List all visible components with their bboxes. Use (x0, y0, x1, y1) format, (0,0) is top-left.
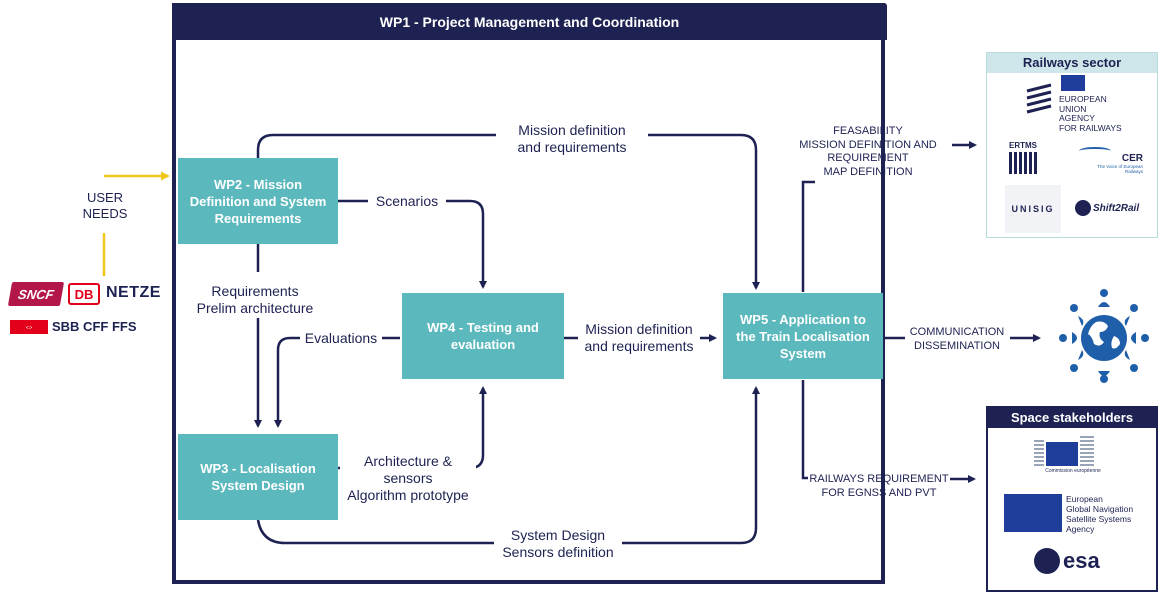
label-mission-mid-2: and requirements (584, 338, 694, 354)
arrow-evaluations (278, 336, 400, 426)
label-mission-top: Mission definition and requirements (496, 122, 648, 156)
dissemination-globe-icon (1059, 289, 1149, 383)
space-stakeholders-title: Space stakeholders (988, 408, 1156, 428)
user-needs-line1: USER (86, 190, 124, 205)
esa-logo-mark (1034, 548, 1060, 574)
era-logo-icon (1026, 83, 1052, 114)
sbb-logo-mark: ⇔ (10, 320, 48, 334)
label-railways-requirement: RAILWAYS REQUIREMENT FOR EGNSS AND PVT (808, 473, 950, 500)
shift2rail-icon (1075, 200, 1091, 216)
db-logo-text: DB (74, 286, 94, 302)
ertms-logo: ERTMS (1009, 141, 1045, 175)
cer-logo: CER The Voice of European Railways (1079, 147, 1143, 174)
label-mission-top-2: and requirements (517, 139, 627, 155)
label-system-design-2: Sensors definition (502, 544, 614, 560)
label-communication: COMMUNICATION DISSEMINATION (905, 326, 1009, 353)
label-requirements-2: Prelim architecture (196, 300, 314, 316)
wp1-title: WP1 - Project Management and Coordinatio… (172, 3, 887, 40)
user-needs-label: USER NEEDS (70, 190, 140, 222)
netze-logo: NETZE (106, 284, 161, 301)
label-feasability: FEASABILITY MISSION DEFINITION AND REQUI… (796, 125, 940, 179)
wp2-line3: Requirements (214, 210, 302, 226)
label-architecture-3: Algorithm prototype (347, 487, 469, 503)
wp3-line1: WP3 - Localisation (200, 461, 316, 476)
line-wp5-down (801, 380, 808, 480)
cer-logo-subtitle: The Voice of European Railways (1097, 164, 1143, 174)
label-feas-2: MISSION DEFINITION AND (799, 138, 937, 151)
esa-logo: esa (1034, 548, 1100, 574)
sncf-logo-text: SNCF (16, 286, 56, 302)
gsa-text-4: Agency (1066, 524, 1095, 534)
label-mission-mid-1: Mission definition (585, 321, 693, 337)
label-requirements-1: Requirements (211, 283, 299, 299)
wp5-line3: System (779, 345, 827, 361)
cer-swoosh-icon (1079, 147, 1111, 155)
sncf-logo: SNCF (7, 282, 65, 306)
label-comm-2: DISSEMINATION (914, 339, 1000, 352)
shift2rail-logo-text: Shift2Rail (1093, 202, 1140, 214)
unisig-logo: UNISIG (1005, 185, 1061, 233)
label-scenarios: Scenarios (368, 193, 446, 210)
label-comm-1: COMMUNICATION (909, 326, 1005, 338)
ertms-logo-mark (1009, 152, 1037, 174)
label-mission-top-1: Mission definition (518, 122, 626, 138)
era-text: EUROPEAN UNION AGENCY FOR RAILWAYS (1059, 94, 1122, 133)
era-text-3: AGENCY (1059, 113, 1095, 123)
label-system-design: System Design Sensors definition (494, 527, 622, 561)
commission-logo: Commission européenne (1034, 434, 1112, 478)
label-feas-4: MAP DEFINITION (823, 165, 913, 178)
eu-flag-icon (1061, 75, 1085, 91)
arrow-scenarios (338, 199, 483, 287)
wp3-box[interactable]: WP3 - Localisation System Design (178, 434, 338, 520)
gsa-text-2: Global Navigation (1066, 504, 1134, 514)
label-rail-req-1: RAILWAYS REQUIREMENT (809, 473, 949, 485)
gsa-flag-icon (1004, 494, 1062, 532)
wp2-line2: Definition and System (189, 193, 327, 209)
gsa-text: European Global Navigation Satellite Sys… (1066, 494, 1133, 534)
gsa-text-1: European (1066, 494, 1103, 504)
cer-logo-text: CER (1121, 153, 1143, 164)
era-text-1: EUROPEAN (1059, 94, 1107, 104)
label-rail-req-2: FOR EGNSS AND PVT (821, 486, 937, 499)
wp4-line1: WP4 - Testing and (427, 320, 539, 335)
wp5-box[interactable]: WP5 - Application to the Train Localisat… (723, 293, 883, 379)
label-feas-1: FEASABILITY (833, 125, 903, 137)
wp1-frame (172, 3, 885, 584)
era-text-4: FOR RAILWAYS (1059, 122, 1122, 133)
commission-building-icon (1034, 434, 1112, 466)
wp4-box[interactable]: WP4 - Testing and evaluation (402, 293, 564, 379)
label-architecture-2: sensors (383, 470, 433, 486)
label-architecture-1: Architecture & (364, 453, 452, 469)
wp4-line2: evaluation (450, 337, 516, 352)
label-feas-3: REQUIREMENT (827, 152, 909, 164)
space-stakeholders-panel: Space stakeholders Commission européenne… (986, 406, 1158, 592)
user-needs-line2: NEEDS (82, 206, 128, 221)
commission-logo-text: Commission européenne (1045, 468, 1101, 474)
railways-sector-title: Railways sector (987, 53, 1157, 73)
wp5-line2: the Train Localisation (736, 328, 870, 344)
railways-sector-panel: Railways sector EUROPEAN UNION AGENCY FO… (986, 52, 1158, 238)
esa-logo-text: esa (1063, 548, 1100, 573)
wp2-box[interactable]: WP2 - Mission Definition and System Requ… (178, 158, 338, 244)
wp2-line1: WP2 - Mission (213, 176, 303, 192)
gsa-text-3: Satellite Systems (1066, 514, 1132, 524)
db-logo: DB (68, 283, 100, 305)
arrow-wp3-wp5-bottom (256, 386, 760, 545)
label-architecture: Architecture & sensors Algorithm prototy… (340, 453, 476, 504)
sbb-logo-text: SBB CFF FFS (52, 319, 137, 334)
label-evaluations: Evaluations (300, 330, 382, 347)
label-system-design-1: System Design (510, 527, 606, 543)
ertms-logo-text: ERTMS (1009, 141, 1037, 150)
wp3-line2: System Design (211, 478, 305, 493)
shift2rail-logo: Shift2Rail (1075, 197, 1143, 219)
wp5-line1: WP5 - Application to (740, 311, 866, 327)
era-text-2: UNION (1059, 103, 1087, 114)
label-requirements: Requirements Prelim architecture (180, 283, 330, 317)
line-wp5-up (801, 180, 815, 292)
label-mission-mid: Mission definition and requirements (578, 321, 700, 355)
